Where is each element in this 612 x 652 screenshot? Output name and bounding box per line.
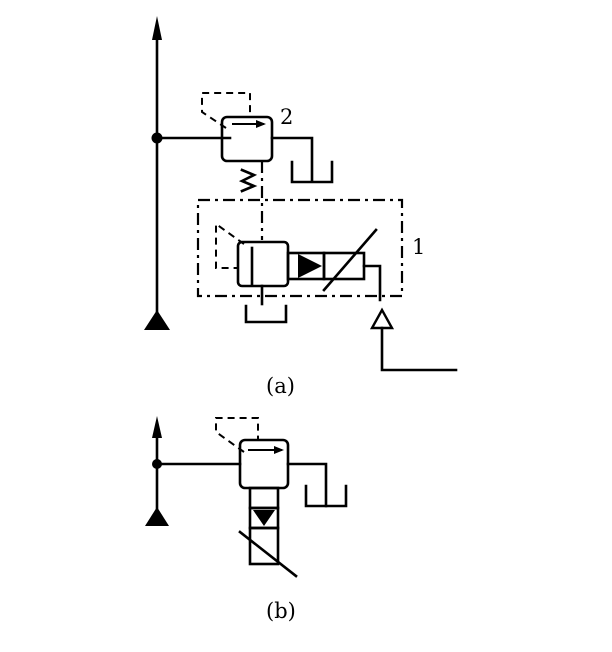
pilot-relief-valve-2 bbox=[201, 92, 334, 193]
label-valve-1: 1 bbox=[412, 235, 425, 259]
diagram-b: (b) bbox=[145, 416, 348, 623]
check-arrow-icon bbox=[298, 254, 322, 278]
pump-source-triangle-icon-b bbox=[145, 507, 169, 526]
diagram-a: 2 1 (a) bbox=[144, 16, 458, 398]
proportional-relief-valve-b bbox=[215, 417, 348, 578]
solenoid-coil-b bbox=[248, 526, 280, 566]
main-line-b bbox=[152, 416, 162, 512]
control-input-line bbox=[369, 307, 458, 372]
caption-b: (b) bbox=[266, 599, 296, 623]
tank-symbol-b bbox=[304, 484, 348, 508]
flow-arrow-up-icon bbox=[152, 16, 162, 40]
main-line-a bbox=[152, 16, 162, 320]
caption-a: (a) bbox=[266, 374, 295, 398]
main-relief-valve-1 bbox=[215, 222, 382, 324]
label-valve-2: 2 bbox=[280, 105, 293, 129]
spring-icon bbox=[238, 168, 258, 193]
adjustable-arrow-icon bbox=[322, 228, 378, 292]
valve-assembly-enclosure-1 bbox=[196, 198, 404, 298]
flow-arrow-up-icon-b bbox=[152, 416, 162, 438]
control-triangle-icon bbox=[369, 307, 395, 330]
check-arrow-icon-b bbox=[253, 510, 275, 526]
tank-symbol-1 bbox=[244, 304, 288, 324]
tank-symbol-2 bbox=[290, 160, 334, 184]
pump-source-triangle-icon bbox=[144, 310, 170, 330]
adjustable-arrow-icon-b bbox=[238, 530, 298, 578]
